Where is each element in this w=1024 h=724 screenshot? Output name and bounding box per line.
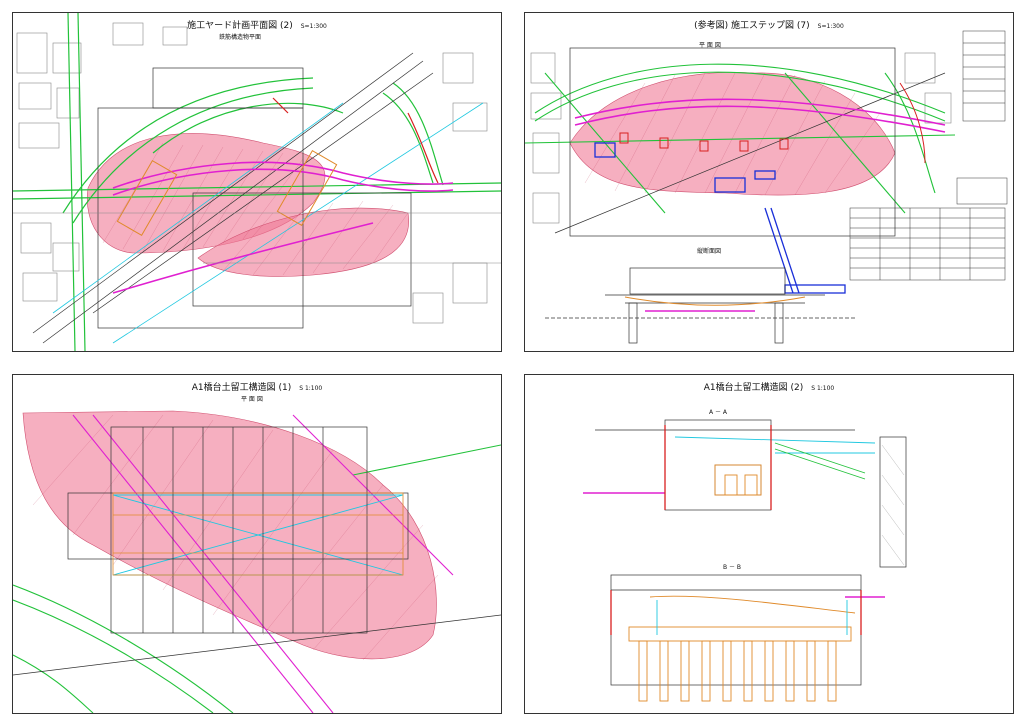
drawing-sheet-abutment-section: A1橋台土留工構造図 (2) S 1:100 A － A B － B: [524, 374, 1014, 714]
section-a-label: A － A: [709, 409, 728, 416]
sheet-scale: S=1:300: [300, 23, 327, 30]
sheet-scale: S 1:100: [811, 385, 835, 392]
sheet-title: A1橋台土留工構造図 (1) S 1:100: [13, 380, 501, 393]
construction-step-drawing: [525, 30, 1008, 344]
sheet-title: 施工ヤード計画平面図 (2) S=1:300: [13, 18, 501, 31]
sheet-scale: S 1:100: [299, 385, 323, 392]
construction-yard-zone: [22, 410, 437, 660]
sheet-title-text: A1橋台土留工構造図 (2): [703, 383, 804, 393]
sheet-title-text: (参考図) 施工ステップ図 (7): [694, 21, 810, 31]
sheet-scale: S=1:300: [817, 23, 844, 30]
sheet-title: A1橋台土留工構造図 (2) S 1:100: [525, 380, 1013, 393]
abutment-plan-drawing: [13, 410, 501, 713]
plan-view-label: 平 面 図: [241, 396, 263, 403]
drawing-sheet-yard-plan: 施工ヤード計画平面図 (2) S=1:300 鉄筋構造物平面: [12, 12, 502, 352]
section-b-label: B － B: [723, 564, 742, 571]
sheet-title-text: 施工ヤード計画平面図 (2): [187, 21, 293, 31]
crane-icon: [594, 142, 846, 294]
drawing-sheet-construction-step: (参考図) 施工ステップ図 (7) S=1:300 平 面 図 縦断面図: [524, 12, 1014, 352]
sheet-title: (参考図) 施工ステップ図 (7) S=1:300: [525, 18, 1013, 31]
drawing-sheet-abutment-plan: A1橋台土留工構造図 (1) S 1:100 平 面 図: [12, 374, 502, 714]
sheet-subtitle: 鉄筋構造物平面: [219, 34, 262, 41]
construction-yard-zone: [86, 133, 410, 277]
plan-view-label: 平 面 図: [699, 42, 721, 49]
construction-yard-zone: [569, 72, 896, 196]
sheet-title-text: A1橋台土留工構造図 (1): [191, 383, 292, 393]
section-view-label: 縦断面図: [697, 248, 722, 255]
abutment-section-drawing: [583, 419, 907, 702]
yard-plan-drawing: [13, 13, 501, 351]
